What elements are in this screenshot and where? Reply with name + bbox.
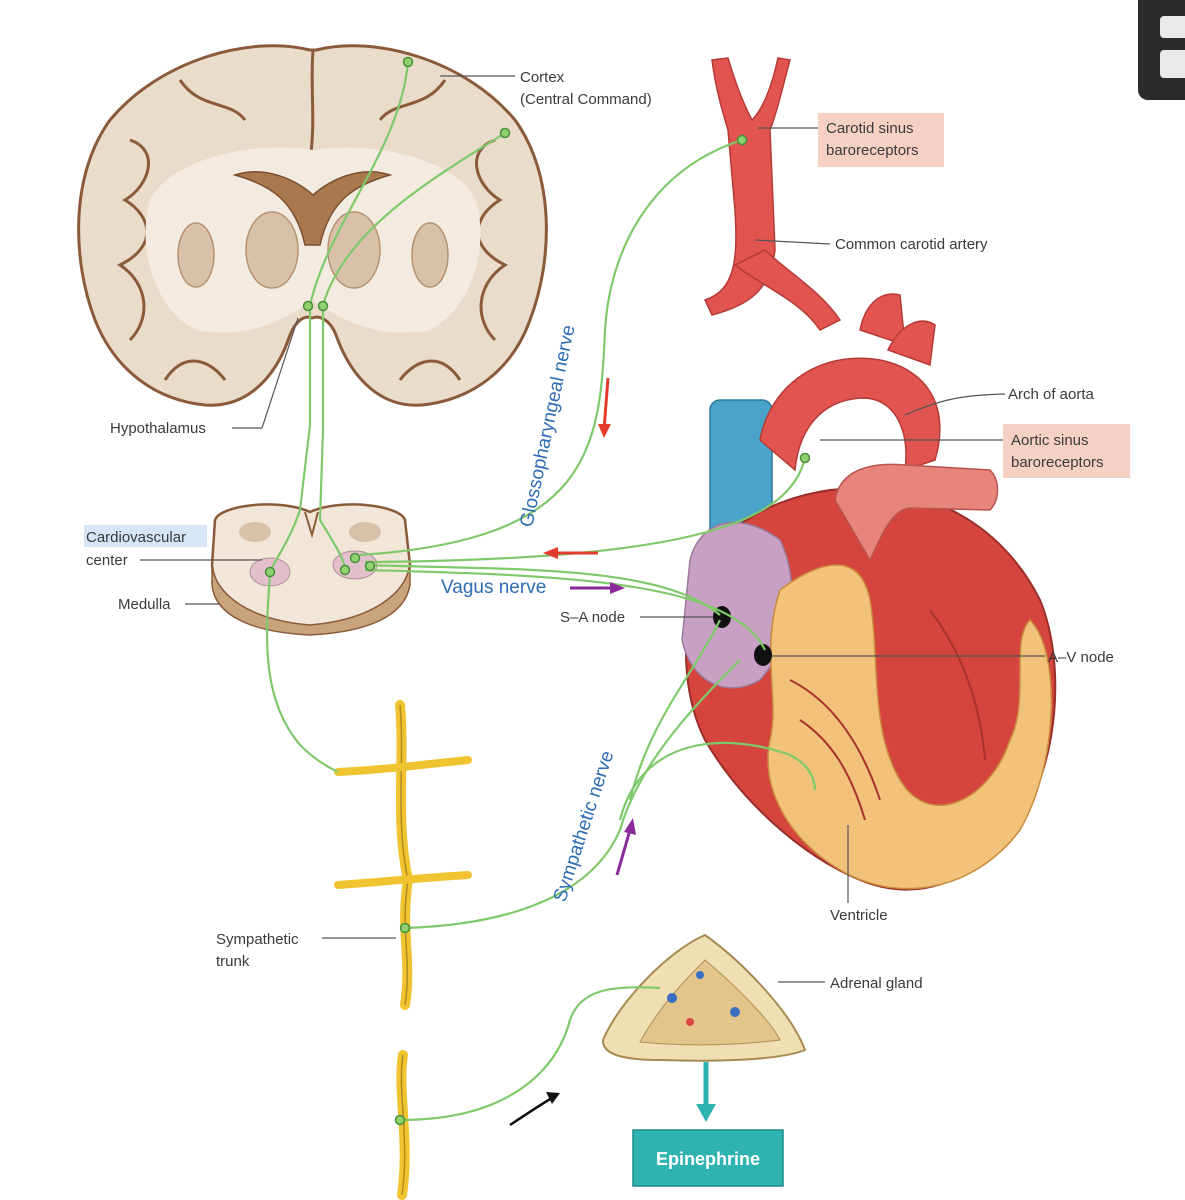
- window-corner-button[interactable]: [1160, 16, 1185, 38]
- vagus-nerve-label: Vagus nerve: [441, 577, 546, 598]
- sympathetic-nerve-label: Sympathetic nerve: [550, 748, 619, 904]
- sympathetic-trunk-label: Sympathetic: [216, 931, 299, 948]
- medulla-label: Medulla: [118, 596, 171, 613]
- cardiovascular-label-2: center: [86, 552, 128, 569]
- epinephrine-box: [632, 1129, 784, 1187]
- medulla-section: [210, 503, 412, 636]
- sympathetic-trunk-label-2: trunk: [216, 953, 250, 970]
- common-carotid-label: Common carotid artery: [835, 236, 988, 253]
- heart: [681, 293, 1057, 891]
- adrenal-gland-label: Adrenal gland: [830, 975, 923, 992]
- direction-arrows: [509, 377, 716, 1127]
- cardiovascular-label: Cardiovascular: [86, 529, 186, 546]
- carotid-sinus-label: Carotid sinus: [826, 120, 914, 137]
- carotid-sinus-label-2: baroreceptors: [826, 142, 919, 159]
- cortex-label: Cortex: [520, 69, 565, 86]
- arch-aorta-label: Arch of aorta: [1008, 386, 1095, 403]
- aortic-sinus-label: Aortic sinus: [1011, 432, 1089, 449]
- ventricle-label: Ventricle: [830, 907, 888, 924]
- sa-node-label: S–A node: [560, 609, 625, 626]
- aortic-sinus-label-2: baroreceptors: [1011, 454, 1104, 471]
- window-corner-button-2[interactable]: [1160, 50, 1185, 78]
- window-corner-widget[interactable]: [1138, 0, 1185, 100]
- carotid-highlight-box: [818, 113, 944, 167]
- cardio-highlight-box: [84, 525, 207, 547]
- hypothalamus-label: Hypothalamus: [110, 420, 206, 437]
- epinephrine-label: Epinephrine: [656, 1149, 760, 1169]
- carotid-artery: [703, 57, 842, 331]
- av-node-label: A–V node: [1048, 649, 1114, 666]
- glossopharyngeal-nerve-label: Glossopharyngeal nerve: [516, 323, 579, 529]
- brain-section: [77, 44, 548, 407]
- adrenal-gland: [601, 933, 807, 1062]
- nerve-pathways: [264, 56, 817, 1126]
- av-node-marker: [754, 644, 772, 666]
- leader-lines: [140, 75, 1045, 983]
- cortex-sub-label: (Central Command): [520, 91, 652, 108]
- aortic-highlight-box: [1003, 424, 1130, 478]
